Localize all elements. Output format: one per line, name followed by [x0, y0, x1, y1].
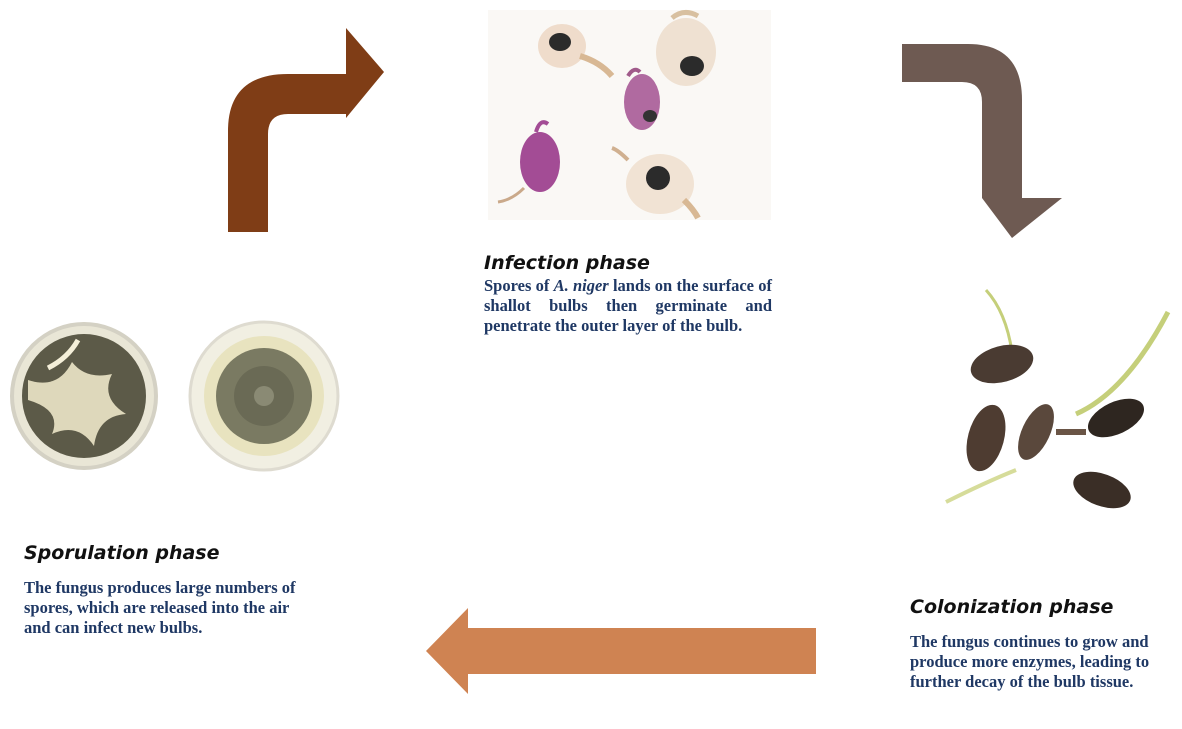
- sporulation-phase-title: Sporulation phase: [24, 542, 314, 564]
- colonization-phase-title: Colonization phase: [910, 596, 1178, 618]
- infected-shallot-bulbs-photo: [488, 10, 771, 220]
- bent-arrow-up-right-icon: [224, 26, 386, 232]
- infection-phase-title: Infection phase: [484, 252, 772, 274]
- colonization-phase-description: The fungus continues to grow and produce…: [910, 632, 1178, 692]
- arrow-left-icon: [424, 606, 818, 696]
- decayed-bulbs-photo: [916, 282, 1178, 530]
- petri-dishes-photo: [8, 318, 338, 478]
- infection-phase-description: Spores of A. niger lands on the surface …: [484, 276, 772, 336]
- species-name: A. niger: [554, 276, 609, 295]
- sporulation-phase-description: The fungus produces large numbers of spo…: [24, 578, 314, 638]
- bent-arrow-right-down-icon: [900, 42, 1066, 240]
